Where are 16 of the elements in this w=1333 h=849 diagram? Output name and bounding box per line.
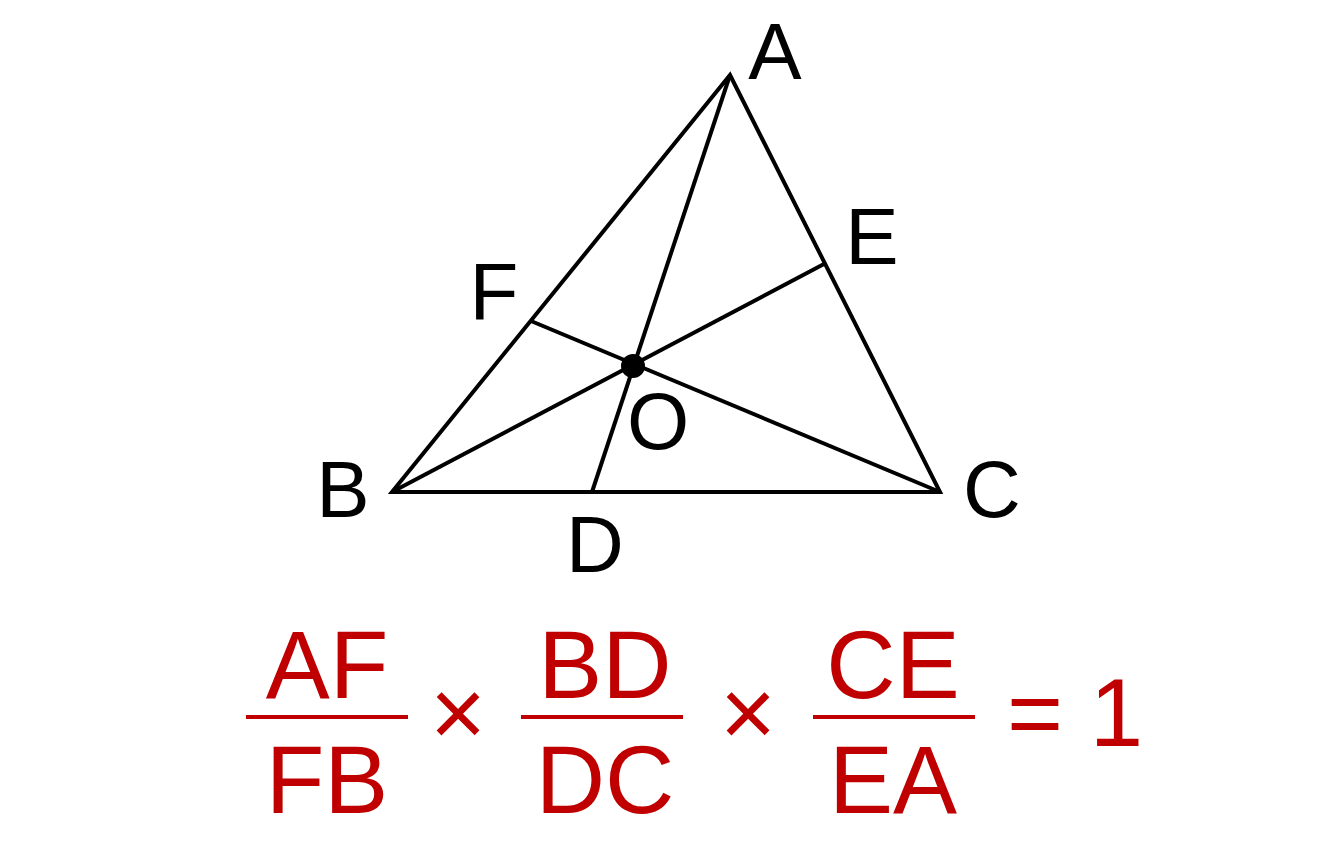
ratio-term: FB <box>265 732 389 828</box>
point-label: B <box>316 450 370 530</box>
ratio-term: EA <box>828 732 958 828</box>
ratio-term: DC <box>535 732 675 828</box>
ratio-term: BD <box>538 617 672 713</box>
point-label: C <box>963 450 1021 530</box>
ratio-term: AF <box>265 617 389 713</box>
point-label: F <box>469 252 519 332</box>
point-label: D <box>566 505 624 585</box>
point-label: O <box>626 382 690 462</box>
formula-operator: × <box>429 665 487 761</box>
formula-operator: = 1 <box>1006 665 1144 761</box>
point-label: E <box>845 197 899 277</box>
formula-operator: × <box>719 665 777 761</box>
point-label: A <box>748 12 802 92</box>
ratio-term: CE <box>826 617 960 713</box>
